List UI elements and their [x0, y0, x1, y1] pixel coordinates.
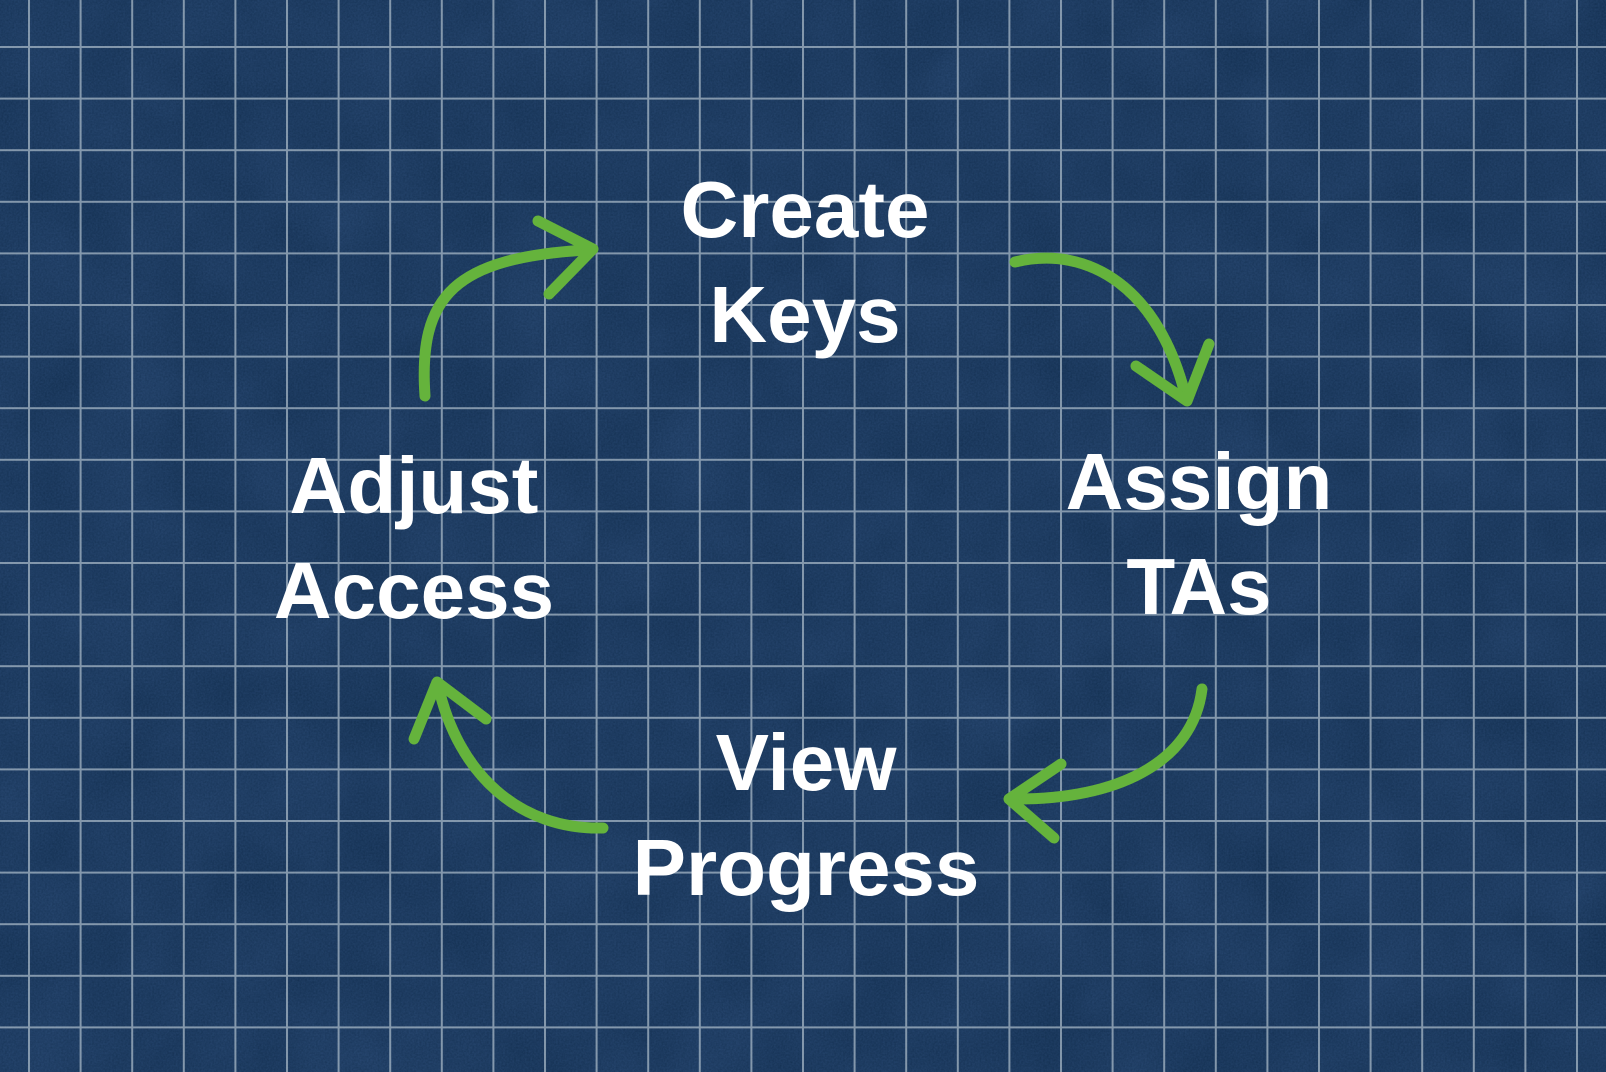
step-label-line: Access	[273, 546, 555, 635]
step-label-line: View	[715, 718, 897, 807]
step-label-line: TAs	[1126, 542, 1272, 631]
step-view-progress: View Progress	[633, 710, 980, 920]
step-label-line: Assign	[1065, 437, 1333, 526]
step-adjust-access: Adjust Access	[274, 433, 554, 643]
step-label-line: Create	[680, 165, 930, 254]
step-create-keys: Create Keys	[680, 157, 929, 367]
step-assign-tas: Assign TAs	[1066, 429, 1333, 639]
step-label-line: Progress	[632, 823, 980, 912]
step-label-line: Adjust	[289, 441, 539, 530]
step-label-line: Keys	[709, 270, 901, 359]
